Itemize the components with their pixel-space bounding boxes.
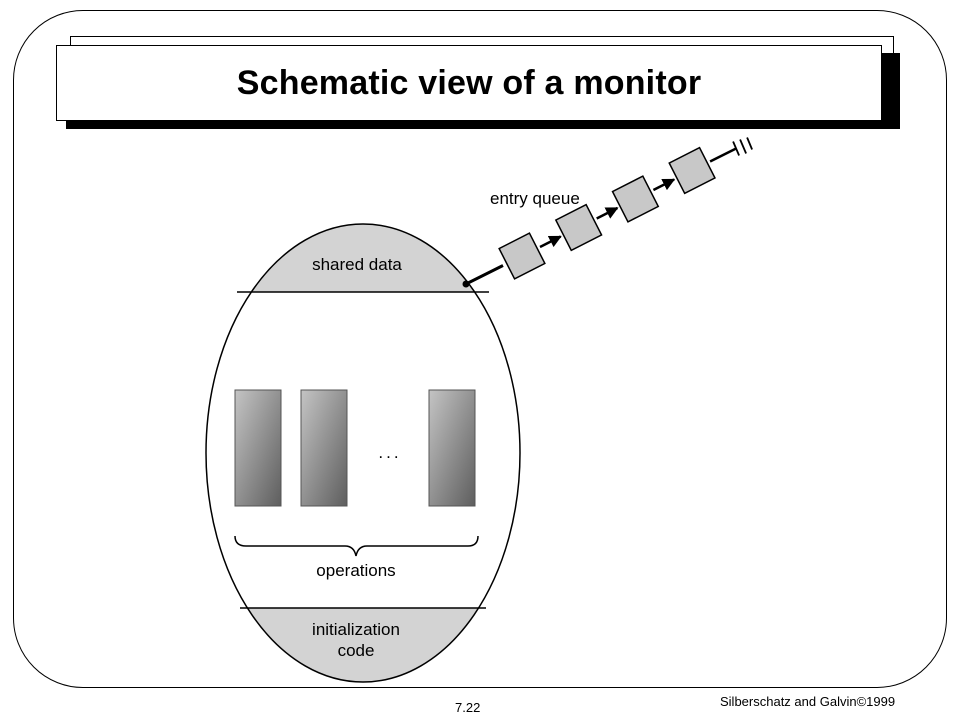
queue-process-box [668,146,716,195]
operations-group [234,389,476,507]
operations-label: operations [316,561,395,580]
queue-arrow [539,235,562,249]
operation-box [300,389,348,507]
page-number: 7.22 [455,700,481,715]
queue-process-box [554,203,603,252]
title-box: Schematic view of a monitor [56,45,882,121]
operation-box [234,389,282,507]
queue-arrow [596,206,619,220]
queue-tail [709,147,737,163]
operations-brace [234,535,479,557]
entry-queue [462,137,753,288]
queue-process-box [498,232,546,280]
shared-data-band [206,224,520,292]
monitor-outline [205,223,521,683]
operation-box [428,389,476,507]
init-code-label-line2: code [338,641,375,660]
queue-process-box [611,175,660,223]
copyright: Silberschatz and Galvin©1999 [720,694,896,709]
init-code-label-line1: initialization [312,620,400,639]
entry-queue-label: entry queue [490,189,580,208]
queue-arrow [652,178,676,192]
page-title: Schematic view of a monitor [236,63,702,102]
queue-terminator-icon [732,137,753,156]
queue-connector [465,264,504,286]
slide-frame [13,10,947,688]
shared-data-label: shared data [312,255,402,274]
operations-ellipsis: ... [378,443,401,462]
